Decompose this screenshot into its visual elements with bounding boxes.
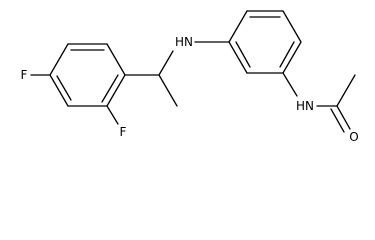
amide-nh-label: HN <box>296 99 314 113</box>
amine-nh-label: HN <box>175 35 193 49</box>
bond-c-f-ortho <box>106 105 119 125</box>
fluorine-ortho-label: F <box>120 125 127 139</box>
double-bond-inner <box>56 75 72 101</box>
double-bond-inner <box>279 41 295 68</box>
fluorine-para-label: F <box>21 68 28 82</box>
bond <box>282 10 302 43</box>
double-bond-inner <box>101 74 119 103</box>
bond-ring-nh-amide <box>282 72 298 97</box>
bond-ch-methyl <box>158 74 178 107</box>
bond <box>106 74 126 107</box>
bond-c-o-double <box>330 108 345 133</box>
bond <box>228 10 248 43</box>
bond <box>228 41 248 74</box>
chemical-structure-diagram: F F HN HN O <box>21 10 359 144</box>
double-bond-inner <box>235 41 251 68</box>
phenyl-ring <box>228 10 302 74</box>
bond <box>282 41 302 74</box>
bond <box>49 74 69 107</box>
oxygen-label: O <box>349 130 358 144</box>
bond-ch-nh <box>158 50 174 76</box>
bond-c-o <box>336 105 351 130</box>
bond <box>49 43 69 76</box>
bond-carbonyl-methyl <box>336 74 356 107</box>
difluorophenyl-ring <box>49 43 126 107</box>
bond <box>106 43 126 76</box>
